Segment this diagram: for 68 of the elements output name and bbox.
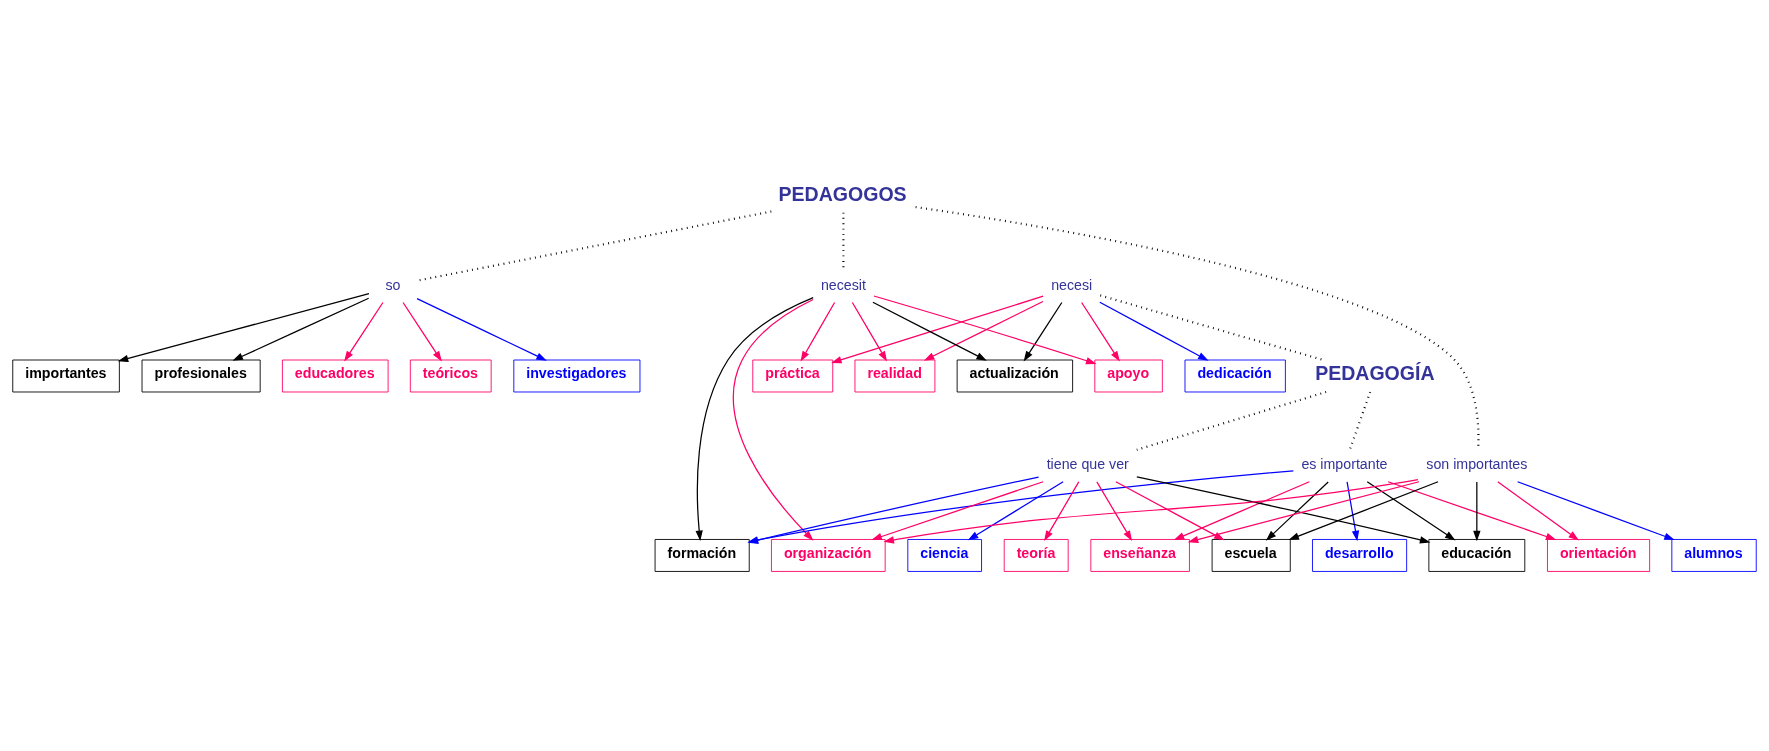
arrow [872,301,987,361]
arrow [1346,480,1360,541]
node-box: práctica [752,359,834,392]
node-box: enseñanza [1090,538,1190,572]
node-box: actualización [956,359,1074,392]
node-box: ciencia [907,538,982,572]
arrow [1288,480,1439,540]
arrow [1115,480,1225,540]
arrow [1187,480,1420,543]
node-box: teoría [1003,538,1069,572]
node-box: teóricos [409,359,492,392]
arrow [871,480,1044,540]
node-text: necesit [820,276,866,293]
arrow [344,301,384,362]
node-box: educación [1428,538,1526,572]
arrow [923,300,1044,361]
node-box: apoyo [1094,359,1163,392]
node-box: alumnos [1671,538,1757,572]
node-box: orientación [1547,538,1651,572]
node-box: dedicación [1184,359,1286,392]
arrow [1023,301,1063,362]
connector [1348,391,1372,450]
arrow [232,297,370,361]
connector [1136,390,1327,451]
arrow [117,292,370,362]
node-box: educadores [281,359,389,392]
arrow [1099,301,1209,361]
node-box: escuela [1211,538,1291,572]
arrow [1173,480,1310,540]
node-box: importantes [12,359,120,392]
node-text: PEDAGOGÍA [1315,361,1435,384]
connector [842,212,845,270]
arrow [1265,480,1329,541]
arrow [1136,475,1431,543]
arrow [416,297,547,361]
connector [1100,293,1324,361]
arrow [1096,480,1133,541]
node-text: es importante [1301,455,1388,472]
arrow [851,301,887,362]
node-box: investigadores [513,359,641,392]
arrow [1387,480,1557,540]
arrow [1517,480,1675,540]
arrow [747,469,1294,544]
node-box: formación [654,538,750,572]
node-box: desarrollo [1312,538,1408,572]
arrow [1044,480,1080,541]
arrow [732,298,814,541]
arrow [800,301,836,362]
arrow [883,478,1419,544]
node-text: tiene que ver [1046,455,1129,472]
arrow [1497,480,1579,540]
arrow [695,296,814,541]
arrow [402,301,442,362]
node-text: necesi [1051,276,1093,293]
arrow [747,475,1040,544]
node-box: profesionales [141,359,261,392]
connector [915,205,1480,449]
arrow [873,294,1097,364]
node-text: PEDAGOGOS [778,182,907,205]
arrow [967,480,1064,540]
arrow [1081,301,1120,362]
node-text: so [385,276,401,293]
node-text: son importantes [1426,455,1528,472]
arrow [1473,480,1481,541]
node-box: organización [771,538,886,572]
arrow [831,295,1044,363]
node-box: realidad [854,359,936,392]
arrow [1366,480,1456,540]
